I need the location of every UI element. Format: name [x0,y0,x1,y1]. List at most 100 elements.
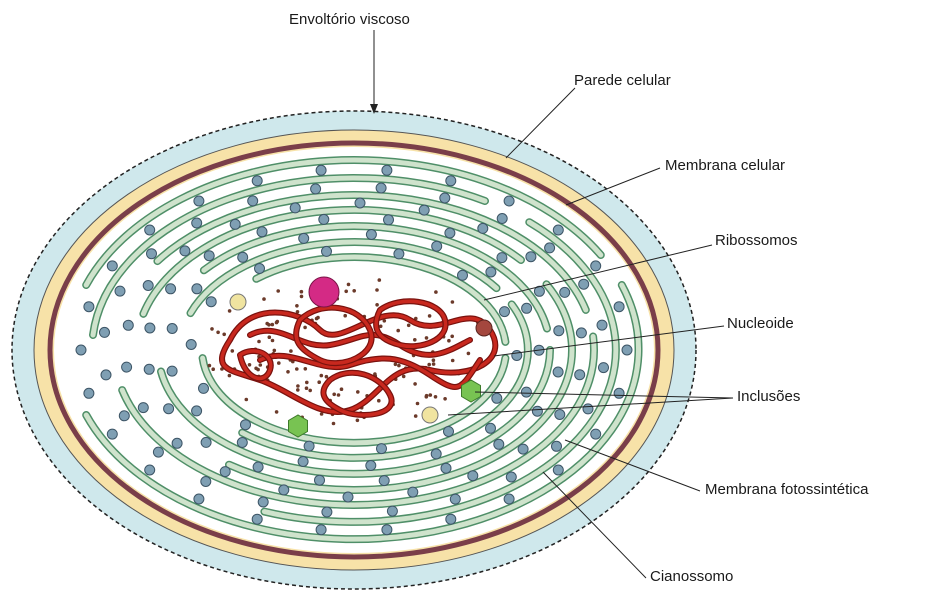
ribosome [450,335,454,339]
ribosome [289,349,293,353]
cyanosome [355,198,365,208]
cyanosome [576,328,586,338]
ribosome [402,375,406,379]
cyanosome [554,326,564,336]
cyanosome [298,457,308,467]
ribosome [397,364,401,368]
cyanosome [167,324,177,334]
cyanosome [138,403,148,413]
ribosome [271,323,275,327]
ribosome [308,389,312,393]
cyanosome [206,297,216,307]
cyanosome [252,176,262,186]
ribosome [231,349,235,353]
cyanosome [526,252,536,262]
cyanosome [504,196,514,206]
cyanosome [257,227,267,237]
label-envoltorio-viscoso: Envoltório viscoso [289,11,410,29]
cyanosome [458,270,468,280]
cyanosome [164,404,174,414]
cyanosome [622,345,632,355]
cyanosome [107,429,117,439]
cyanosome [167,366,177,376]
ribosome [332,422,336,426]
cyanosome [166,284,176,294]
cyanosome [122,362,132,372]
ribosome [300,290,304,294]
cyanosome [545,243,555,253]
ribosome [451,300,455,304]
cyanosome [84,388,94,398]
cyanosome [382,525,392,535]
cyanosome [319,214,329,224]
ribosome [296,384,300,388]
ribosome [275,410,279,414]
cyanosome [583,404,593,414]
ribosome [265,322,269,326]
ribosome [296,388,300,392]
ribosome [222,333,226,337]
ribosome [347,283,351,287]
cyanosome [379,476,389,486]
ribosome [356,419,360,423]
ribosome [428,314,432,318]
cyanosome [553,225,563,235]
ribosome [248,363,252,367]
ribosome [425,336,429,340]
cyanosome [450,494,460,504]
cyanosome [172,438,182,448]
ribosome [443,397,447,401]
cyanosome [500,307,510,317]
inclusion-yellow-granule [230,294,246,310]
ribosome [332,393,336,397]
ribosome [432,362,436,366]
cyanosome [591,429,601,439]
ribosome [303,326,307,330]
cyanosome [316,525,326,535]
cyanosome [521,387,531,397]
cyanosome [599,363,609,373]
cyanosome [76,345,86,355]
ribosome [295,367,299,371]
cyanosome [316,165,326,175]
cyanosome [591,261,601,271]
ribosome [352,289,356,293]
cyanosome [387,506,397,516]
cyanosome [506,472,516,482]
ribosome [262,297,266,301]
ribosome [337,393,341,397]
cyanosome [376,183,386,193]
cyanosome [441,463,451,473]
ribosome [228,309,232,313]
label-membrana-celular: Membrana celular [665,157,785,175]
ribosome [434,290,438,294]
cyanosome [322,246,332,256]
cyanosome [186,340,196,350]
ribosome [228,374,232,378]
label-nucleoide: Nucleoide [727,315,794,333]
cyanosome [408,487,418,497]
cyanosome [497,253,507,263]
ribosome [305,386,309,390]
ribosome [340,387,344,391]
inclusion-brown-granule [476,320,492,336]
cyanosome [279,485,289,495]
cyanosome [194,196,204,206]
inclusion-magenta-granule [309,277,339,307]
cyanosome [101,370,111,380]
ribosome [325,375,329,379]
cyanosome [119,411,129,421]
ribosome [344,290,348,294]
ribosome [305,381,309,385]
cyanosome [204,251,214,261]
ribosome [216,331,220,335]
cyanosome [237,438,247,448]
cyanosome [560,287,570,297]
ribosome [375,303,379,307]
cyanosome [230,219,240,229]
ribosome [304,367,308,371]
cyanosome [366,230,376,240]
ribosome [394,363,398,367]
label-cianossomo: Cianossomo [650,568,733,586]
cyanosome [366,461,376,471]
